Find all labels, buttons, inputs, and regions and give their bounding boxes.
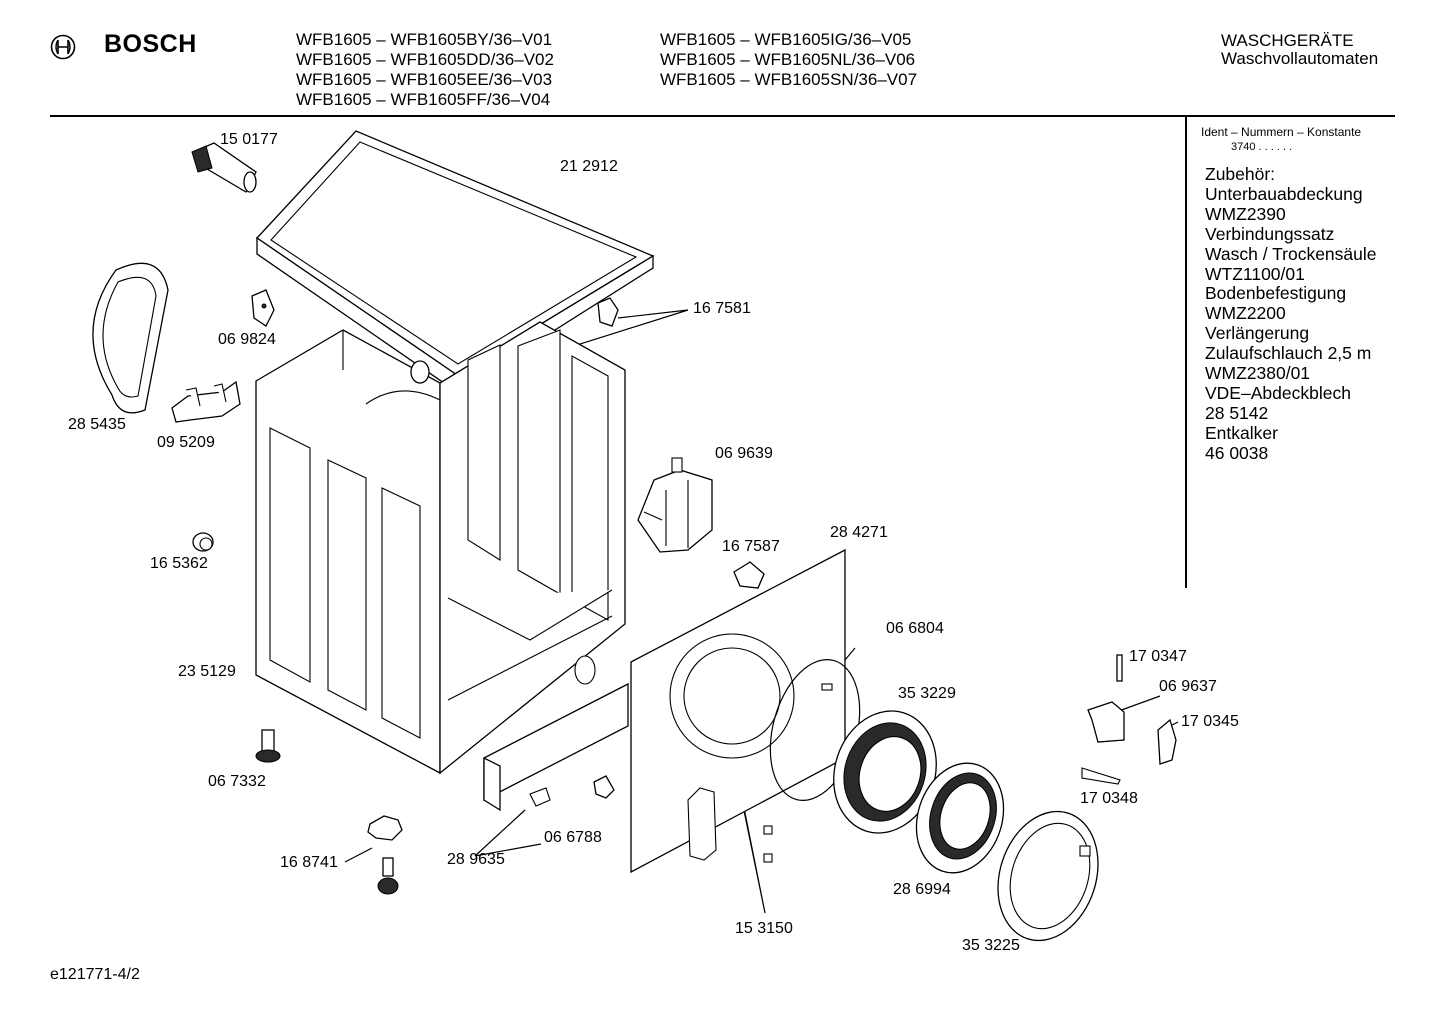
part-label: 09 5209 xyxy=(157,434,215,451)
part-label: 15 0177 xyxy=(220,131,278,148)
drain-filter-part xyxy=(191,142,257,193)
part-label: 23 5129 xyxy=(178,663,236,680)
seal-part xyxy=(92,262,169,414)
part-label: 06 9637 xyxy=(1159,678,1217,695)
screw-part xyxy=(593,775,615,799)
star-washer-part xyxy=(367,815,403,841)
part-label: 06 9824 xyxy=(218,331,276,348)
accessory-line: Verbindungssatz xyxy=(1205,223,1335,244)
spring-part xyxy=(1081,767,1121,785)
model-line: WFB1605 – WFB1605DD/36–V02 xyxy=(296,50,554,69)
accessory-line: Entkalker xyxy=(1205,422,1278,443)
worktop-part xyxy=(256,130,655,393)
model-line: WFB1605 – WFB1605IG/36–V05 xyxy=(660,30,912,49)
model-line: WFB1605 – WFB1605BY/36–V01 xyxy=(296,30,553,49)
control-module-part xyxy=(637,457,713,553)
category-title: WASCHGERÄTE xyxy=(1221,31,1354,50)
part-label: 28 4271 xyxy=(830,524,888,541)
handle-part xyxy=(1087,701,1125,743)
part-label: 16 7587 xyxy=(722,538,780,555)
ident-value: 3740 . . . . . . xyxy=(1231,141,1293,153)
ident-title: Ident – Nummern – Konstante xyxy=(1201,125,1362,139)
part-label: 35 3225 xyxy=(962,937,1020,954)
brand-name: BOSCH xyxy=(104,30,197,58)
bosch-logo-icon xyxy=(50,34,76,60)
door-frame-part xyxy=(833,710,937,834)
part-label: 17 0345 xyxy=(1181,713,1239,730)
model-line: WFB1605 – WFB1605SN/36–V07 xyxy=(660,70,918,89)
part-label: 06 6804 xyxy=(886,620,944,637)
part-label: 06 9639 xyxy=(715,445,773,462)
cabinet-part xyxy=(255,321,626,775)
worktop-clip-part xyxy=(251,289,275,327)
part-label: 06 6788 xyxy=(544,829,602,846)
model-line: WFB1605 – WFB1605FF/36–V04 xyxy=(296,90,551,109)
front-panel-part xyxy=(630,548,846,874)
base-cover-part xyxy=(483,682,629,812)
part-label: 06 7332 xyxy=(208,773,266,790)
hinge-plate-part xyxy=(1157,718,1177,765)
accessory-line: Unterbauabdeckung xyxy=(1205,183,1363,204)
model-list-left: WFB1605 – WFB1605BY/36–V01 WFB1605 – WFB… xyxy=(296,30,554,110)
part-label: 17 0348 xyxy=(1080,790,1138,807)
bracket-part xyxy=(171,380,241,423)
model-list-right: WFB1605 – WFB1605IG/36–V05 WFB1605 – WFB… xyxy=(660,30,917,90)
accessory-line: VDE–Abdeckblech xyxy=(1205,382,1351,403)
door-pin-part xyxy=(1116,654,1123,682)
accessory-line: WTZ1100/01 xyxy=(1205,263,1305,284)
part-label: 16 8741 xyxy=(280,854,338,871)
accessories-list: Zubehör: Unterbauabdeckung WMZ2390 Verbi… xyxy=(1205,164,1377,464)
accessory-line: 28 5142 xyxy=(1205,402,1269,423)
door-ring-part xyxy=(915,762,1005,874)
category-subtitle: Waschvollautomaten xyxy=(1221,49,1379,68)
accessory-line: Verlängerung xyxy=(1205,323,1310,344)
model-line: WFB1605 – WFB1605NL/36–V06 xyxy=(660,50,916,69)
latch-part xyxy=(733,561,765,589)
sidebar-divider xyxy=(1185,117,1187,588)
part-label: 21 2912 xyxy=(560,158,618,175)
model-line: WFB1605 – WFB1605EE/36–V03 xyxy=(296,70,553,89)
knob-part xyxy=(192,532,214,552)
accessory-line: WMZ2200 xyxy=(1205,303,1286,324)
part-label: 28 9635 xyxy=(447,851,505,868)
part-label: 28 5435 xyxy=(68,416,126,433)
part-label: 16 5362 xyxy=(150,555,208,572)
accessory-line: WMZ2380/01 xyxy=(1205,363,1311,384)
part-label: 28 6994 xyxy=(893,881,951,898)
foot-screw-part xyxy=(377,857,399,895)
accessory-line: Wasch / Trockensäule xyxy=(1205,243,1377,264)
accessory-line: Bodenbefestigung xyxy=(1205,283,1347,304)
part-label: 17 0347 xyxy=(1129,648,1187,665)
outer-door-part xyxy=(997,810,1099,942)
part-label: 16 7581 xyxy=(693,300,751,317)
header-divider xyxy=(50,115,1395,117)
part-label: 15 3150 xyxy=(735,920,793,937)
accessory-line: WMZ2390 xyxy=(1205,203,1286,224)
accessory-line: Zubehör: xyxy=(1205,164,1276,184)
foot-part xyxy=(255,729,281,763)
document-id: e121771-4/2 xyxy=(50,966,140,983)
part-label: 35 3229 xyxy=(898,685,956,702)
accessory-line: Zulaufschlauch 2,5 m xyxy=(1205,343,1372,364)
accessory-line: 46 0038 xyxy=(1205,442,1269,463)
